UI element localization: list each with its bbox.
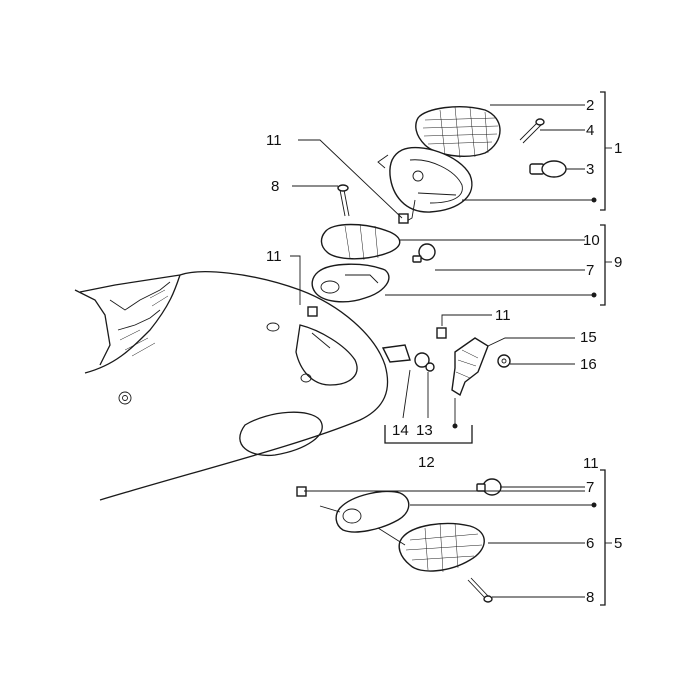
- callout-11-d: 11: [583, 455, 599, 472]
- callout-7-b: 7: [586, 479, 594, 496]
- clip-11-mid: [307, 306, 318, 317]
- callout-10: 10: [583, 232, 600, 249]
- callout-1: 1: [614, 140, 622, 157]
- screw-4: [519, 118, 545, 144]
- callout-11-c: 11: [495, 307, 511, 324]
- indicator-lens-10: [320, 223, 401, 261]
- scooter-body: [74, 271, 389, 501]
- rear-light-housing: [377, 146, 473, 223]
- callout-6: 6: [586, 535, 594, 552]
- leader-dots: [591, 197, 597, 508]
- bulb-holder-14: [381, 344, 435, 372]
- bulb-7-lower: [476, 478, 502, 496]
- indicator-housing: [311, 263, 390, 303]
- clip-11-upper: [398, 213, 409, 224]
- callout-9: 9: [614, 254, 622, 271]
- callout-3: 3: [586, 161, 594, 178]
- callout-labels: 2 4 1 3 11 8 10 9 7 11 11 15 16 14 13 12…: [266, 97, 622, 606]
- rear-light-lens: [415, 106, 501, 159]
- bulb-3: [529, 160, 567, 178]
- indicator-lens-6: [398, 522, 485, 573]
- bulb-7-upper: [412, 243, 436, 263]
- callout-11-b: 11: [266, 248, 282, 265]
- screw-8-lower: [467, 577, 493, 603]
- callout-8-b: 8: [586, 589, 594, 606]
- indicator-housing-lower: [319, 490, 410, 533]
- callout-4: 4: [586, 122, 594, 139]
- bracket-15: [451, 337, 489, 397]
- callout-8-a: 8: [271, 178, 279, 195]
- callout-12: 12: [418, 454, 435, 471]
- washer-16: [497, 354, 511, 368]
- callout-5: 5: [614, 535, 622, 552]
- callout-15: 15: [580, 329, 597, 346]
- callout-11-a: 11: [266, 132, 282, 149]
- clip-11-right: [436, 327, 447, 339]
- callout-14: 14: [392, 422, 409, 439]
- callout-13: 13: [416, 422, 433, 439]
- callout-2: 2: [586, 97, 594, 114]
- screw-8-upper: [337, 184, 350, 217]
- clip-11-lower: [296, 486, 307, 497]
- group-brackets: [600, 91, 612, 606]
- leader-lines: [290, 104, 592, 598]
- callout-16: 16: [580, 356, 597, 373]
- callout-7-a: 7: [586, 262, 594, 279]
